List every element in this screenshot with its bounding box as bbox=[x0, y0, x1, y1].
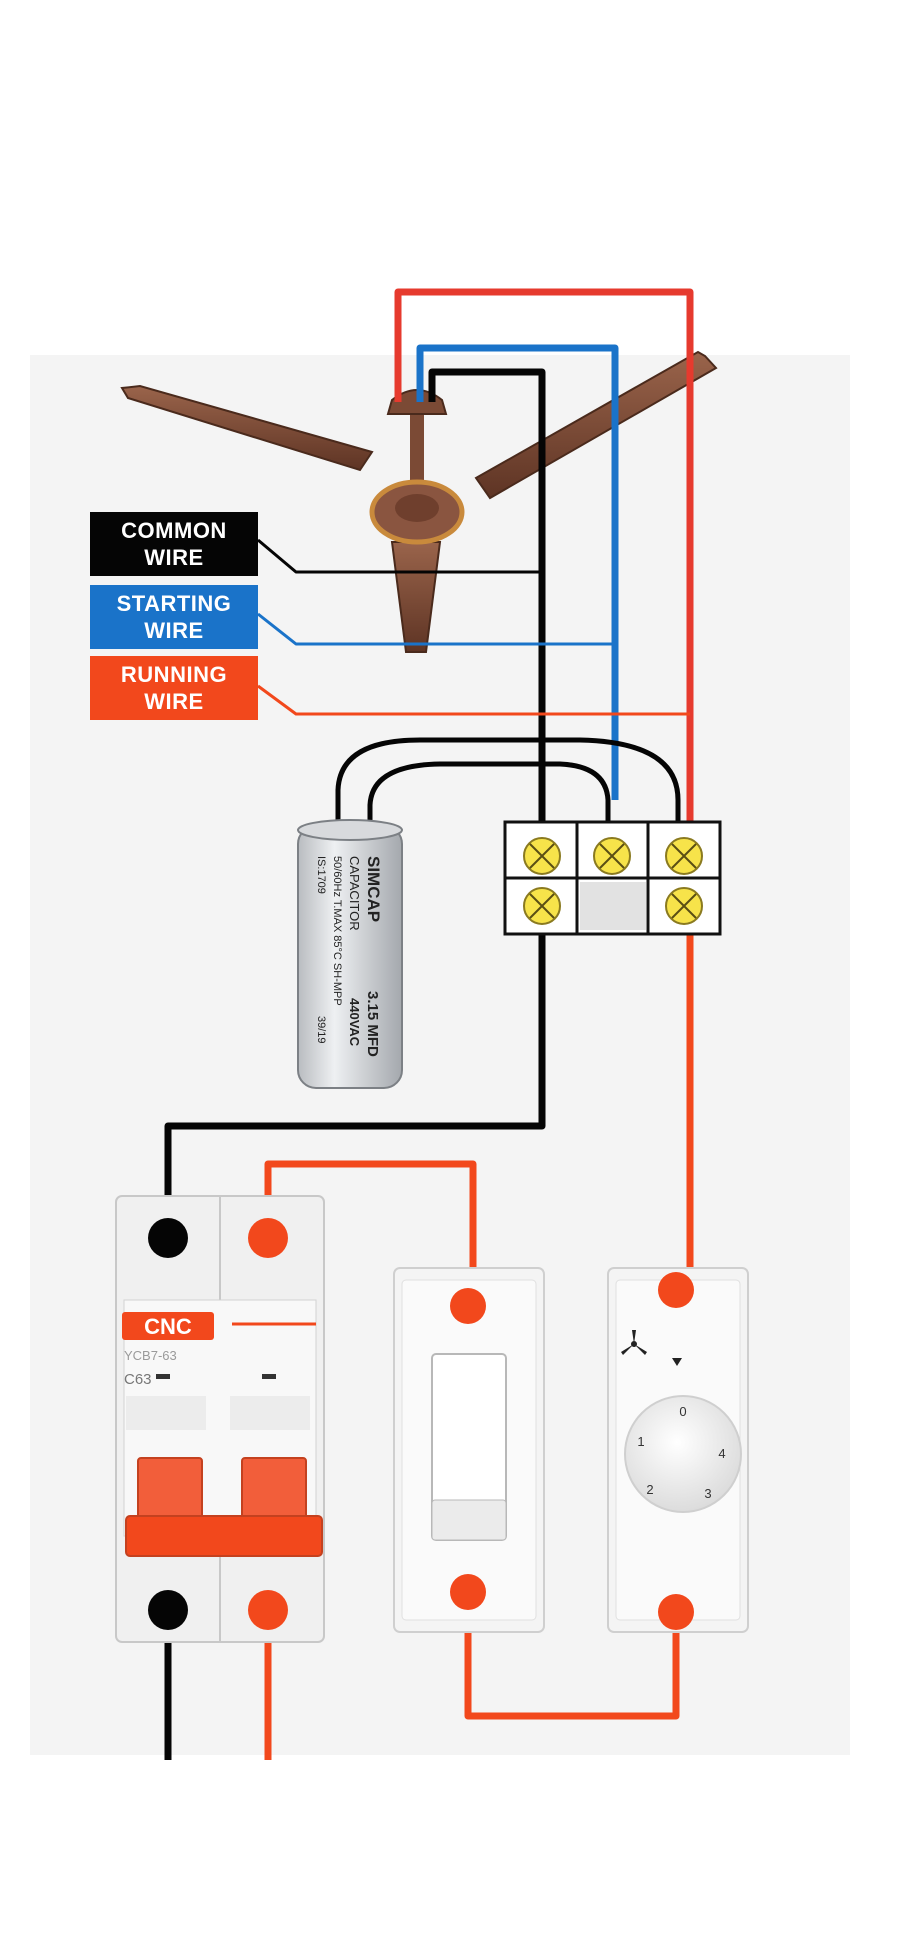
ceiling-fan bbox=[120, 350, 718, 653]
breaker-terminal bbox=[148, 1218, 188, 1258]
terminal-screw bbox=[523, 887, 561, 925]
starting-wire-label: STARTING WIRE bbox=[90, 585, 258, 649]
fan-switch[interactable] bbox=[393, 1267, 545, 1633]
running-leader-line bbox=[257, 684, 690, 716]
fan-symbol-icon bbox=[621, 1330, 647, 1355]
regulator-mark: 2 bbox=[646, 1482, 653, 1497]
direction-arrow-icon bbox=[672, 1358, 682, 1366]
capacitor-lead-1 bbox=[335, 737, 681, 840]
fan-motor-cap bbox=[395, 494, 439, 522]
fan-regulator[interactable]: 0 1 2 3 4 bbox=[607, 1267, 749, 1633]
blue-wire bbox=[416, 344, 619, 800]
circuit-breaker: CNC YCB7-63 C63 bbox=[115, 1195, 325, 1643]
red-wire bbox=[394, 288, 694, 836]
capacitor-lead-2 bbox=[367, 761, 611, 842]
terminal-block bbox=[503, 820, 722, 936]
fan-downrod bbox=[410, 412, 424, 494]
capacitor-type: CAPACITOR bbox=[347, 856, 362, 931]
capacitor-voltage: 440VAC bbox=[347, 998, 362, 1047]
common-leader-line bbox=[257, 538, 542, 574]
terminal-screw bbox=[523, 837, 561, 875]
running-wire-label: RUNNING WIRE bbox=[90, 656, 258, 720]
black-supply-wire bbox=[164, 930, 546, 1238]
wires bbox=[164, 288, 694, 1760]
starting-wire-label-text: STARTING WIRE bbox=[116, 591, 232, 643]
capacitor: SIMCAP 3.15 MFD CAPACITOR 440VAC 50/60Hz… bbox=[297, 819, 403, 1089]
breaker-model: YCB7-63 bbox=[124, 1348, 177, 1363]
fan-blade-left bbox=[120, 384, 374, 472]
starting-leader-line bbox=[257, 612, 615, 646]
common-wire-label: COMMON WIRE bbox=[90, 512, 258, 576]
breaker-terminal bbox=[148, 1590, 188, 1630]
capacitor-date: 39/19 bbox=[315, 1016, 327, 1044]
fan-blade-down bbox=[390, 541, 442, 653]
breaker-brand: CNC bbox=[144, 1314, 192, 1339]
capacitor-brand: SIMCAP bbox=[364, 856, 383, 922]
regulator-mark: 3 bbox=[704, 1486, 711, 1501]
breaker-rating: C63 bbox=[124, 1371, 152, 1388]
regulator-mark: 4 bbox=[718, 1446, 725, 1461]
regulator-mark: 1 bbox=[637, 1434, 644, 1449]
regulator-terminal bbox=[658, 1594, 694, 1630]
capacitor-rating: 3.15 MFD bbox=[364, 991, 381, 1057]
switch-terminal bbox=[450, 1574, 486, 1610]
running-wire-label-text: RUNNING WIRE bbox=[120, 662, 228, 714]
fan-blade-right bbox=[474, 350, 718, 500]
breaker-terminal bbox=[248, 1590, 288, 1630]
breaker-toggle-bar bbox=[125, 1515, 323, 1557]
regulator-terminal bbox=[658, 1272, 694, 1308]
terminal-screw bbox=[593, 837, 631, 875]
terminal-screw bbox=[665, 837, 703, 875]
capacitor-standard: IS:1709 bbox=[315, 856, 327, 894]
breaker-terminal bbox=[248, 1218, 288, 1258]
common-wire-label-text: COMMON WIRE bbox=[121, 518, 227, 570]
regulator-knob bbox=[624, 1395, 742, 1513]
terminal-screw bbox=[665, 887, 703, 925]
switch-terminal bbox=[450, 1288, 486, 1324]
black-wire bbox=[428, 368, 546, 848]
capacitor-frequency: 50/60Hz T.MAX 85°C SH-MPP bbox=[331, 856, 343, 1006]
regulator-mark: 0 bbox=[679, 1404, 686, 1419]
breaker-brand-badge bbox=[122, 1312, 214, 1340]
orange-switch-to-regulator bbox=[464, 1592, 680, 1720]
